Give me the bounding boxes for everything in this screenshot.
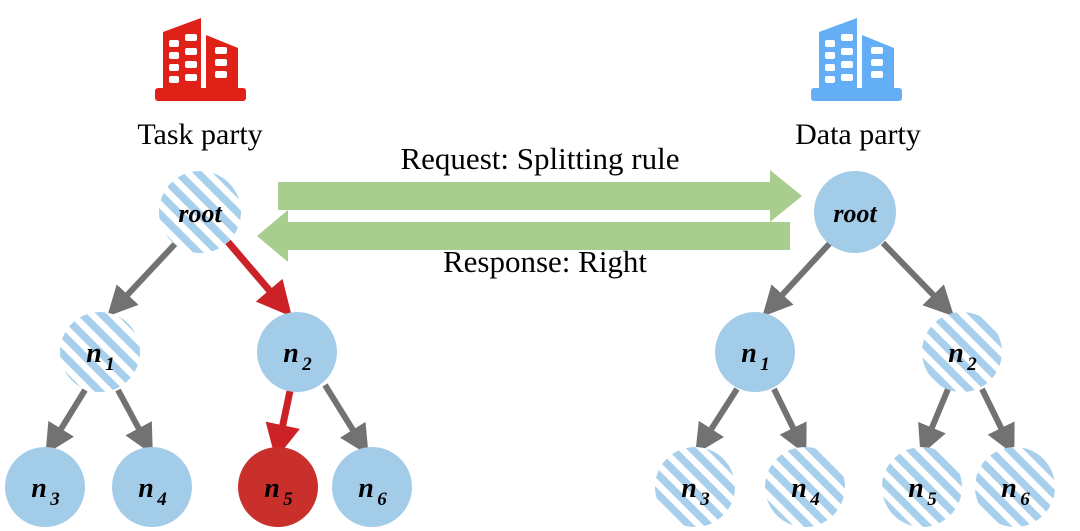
tree-node-sublabel: 5: [283, 489, 293, 510]
edge-n1-n3: [45, 388, 88, 455]
edge-n1-n4: [771, 387, 807, 455]
tree-node-label: n: [741, 338, 757, 369]
response-arrow: [257, 210, 790, 262]
tree-node-n4[interactable]: n 4: [112, 447, 192, 527]
tree-node-n2[interactable]: n 2: [257, 312, 337, 392]
data-party-label: Data party: [795, 118, 921, 151]
tree-node-root[interactable]: root: [814, 171, 896, 253]
building-icon: [155, 18, 246, 101]
tree-node-n3[interactable]: n 3: [655, 447, 735, 527]
edge-n1-n3: [695, 387, 740, 455]
edge-n1-n4: [115, 388, 153, 455]
tree-node-n1[interactable]: n 1: [60, 312, 140, 392]
task-party-tree: root n 1 n 2 n 3 n 4: [5, 171, 412, 527]
tree-node-sublabel: 6: [1020, 489, 1030, 510]
tree-node-label: root: [833, 199, 877, 228]
edge-n2-n5: [918, 387, 951, 456]
edge-root-n2: [225, 239, 292, 317]
tree-node-n3[interactable]: n 3: [5, 447, 85, 527]
tree-node-n6[interactable]: n 6: [975, 447, 1055, 527]
edge-n2-n5: [265, 390, 300, 460]
tree-node-label: n: [31, 473, 47, 504]
request-arrow: [278, 170, 802, 222]
tree-node-n5[interactable]: n 5: [882, 447, 962, 527]
tree-node-root[interactable]: root: [159, 171, 241, 253]
tree-node-sublabel: 2: [966, 354, 977, 375]
tree-node-sublabel: 6: [377, 489, 387, 510]
edge-root-n2: [880, 240, 955, 317]
tree-node-sublabel: 3: [49, 489, 60, 510]
tree-node-sublabel: 5: [927, 489, 937, 510]
edge-n2-n6: [979, 387, 1015, 455]
data-party-tree: root n 1 n 2 n 3 n 4: [655, 171, 1055, 527]
tree-node-label: n: [791, 473, 807, 504]
tree-node-label: n: [1001, 473, 1017, 504]
task-party-label: Task party: [137, 118, 263, 151]
edge-root-n1: [762, 240, 833, 317]
edge-root-n1: [107, 241, 178, 317]
tree-node-label: n: [358, 473, 374, 504]
tree-node-n6[interactable]: n 6: [332, 447, 412, 527]
tree-node-n5[interactable]: n 5: [238, 447, 318, 527]
tree-node-sublabel: 1: [760, 354, 770, 375]
tree-node-sublabel: 3: [699, 489, 710, 510]
tree-node-sublabel: 2: [301, 354, 312, 375]
tree-node-sublabel: 4: [156, 489, 167, 510]
tree-node-n1[interactable]: n 1: [715, 312, 795, 392]
tree-node-label: n: [908, 473, 924, 504]
tree-node-sublabel: 1: [105, 354, 115, 375]
request-message-label: Request: Splitting rule: [400, 141, 680, 176]
tree-node-label: n: [948, 338, 964, 369]
edge-n2-n6: [322, 383, 369, 456]
tree-node-label: n: [681, 473, 697, 504]
building-icon: [811, 18, 902, 101]
tree-node-label: n: [283, 338, 299, 369]
tree-node-n2[interactable]: n 2: [922, 312, 1002, 392]
tree-node-label: root: [178, 199, 222, 228]
tree-node-label: n: [86, 338, 102, 369]
tree-node-sublabel: 4: [809, 489, 820, 510]
tree-node-label: n: [138, 473, 154, 504]
tree-node-label: n: [264, 473, 280, 504]
tree-node-n4[interactable]: n 4: [765, 447, 845, 527]
